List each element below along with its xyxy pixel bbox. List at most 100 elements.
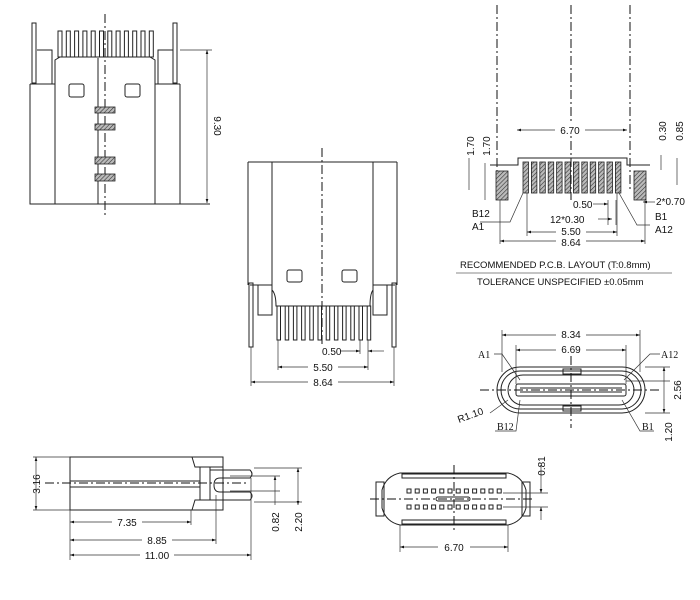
pin <box>276 305 281 341</box>
pitch-dim: 0.50 <box>322 347 342 358</box>
width-dim: 6.70 <box>444 543 464 554</box>
pad <box>581 161 588 194</box>
contact <box>455 504 461 510</box>
left-offset-dim-1: 1.70 <box>466 136 477 156</box>
pin <box>140 30 146 58</box>
lead-dim-0-82: 0.82 <box>271 512 282 532</box>
tolerance-note: TOLERANCE UNSPECIFIED ±0.05mm <box>477 277 644 288</box>
pad <box>589 161 597 194</box>
contact <box>455 488 461 494</box>
pad <box>539 161 546 194</box>
contact <box>422 504 428 510</box>
pin <box>74 30 80 58</box>
pin <box>90 30 96 58</box>
height-dim: 3.16 <box>32 474 43 494</box>
label-b12: B12 <box>497 422 514 433</box>
contact <box>414 504 420 510</box>
label-b1: B1 <box>642 422 654 433</box>
contact <box>480 504 486 510</box>
overall-width-dim: 8.64 <box>313 378 333 389</box>
pin <box>284 305 290 341</box>
pin <box>107 30 113 58</box>
bottom-view: 0.81 6.70 <box>370 456 548 554</box>
contact <box>406 488 412 494</box>
pin <box>309 305 314 341</box>
pin <box>292 305 298 341</box>
pin <box>350 305 355 341</box>
contact <box>439 504 445 510</box>
contact <box>480 488 486 494</box>
shell-pad-dim: 2*0.70 <box>656 197 685 208</box>
lead-dim-2-20: 2.20 <box>294 512 305 532</box>
pad <box>598 161 605 194</box>
pin <box>99 30 104 58</box>
right-offset-dim-1: 0.30 <box>658 121 669 141</box>
pin <box>301 305 306 341</box>
pad <box>573 161 580 194</box>
pin <box>115 30 121 58</box>
inner-width-dim: 6.69 <box>561 345 581 356</box>
contact <box>422 488 428 494</box>
pad-width-dim: 12*0.30 <box>550 215 585 226</box>
pad <box>531 161 538 194</box>
pcb-layout-title: RECOMMENDED P.C.B. LAYOUT (T:0.8mm) <box>460 260 651 271</box>
top-view: 9.30 <box>29 14 222 216</box>
pad <box>547 161 555 194</box>
contact <box>431 488 437 494</box>
contact <box>496 488 502 494</box>
pin <box>148 30 154 58</box>
contact <box>472 504 478 510</box>
pin <box>57 30 63 58</box>
pad <box>606 161 613 194</box>
label-a1: A1 <box>478 350 490 361</box>
dim-11-00: 11.00 <box>145 551 170 562</box>
pin <box>333 305 339 341</box>
front-view: 0.50 5.50 8.64 <box>247 148 398 389</box>
mating-face-view: 8.34 6.69 2.56 1.20 A1 A12 R1.10 B12 B1 <box>456 329 684 442</box>
contact <box>488 504 494 510</box>
pcb-pitch-dim: 0.50 <box>573 200 593 211</box>
right-offset-dim-2: 0.85 <box>675 121 686 141</box>
contact <box>431 504 437 510</box>
pin <box>325 305 331 341</box>
pin-span-dim: 5.50 <box>313 363 333 374</box>
pin <box>132 30 138 58</box>
contact <box>447 488 453 494</box>
label-a12: A12 <box>655 225 673 236</box>
contact <box>463 488 469 494</box>
height-dim: 9.30 <box>211 116 222 136</box>
contact <box>414 488 420 494</box>
outer-width-dim: 8.34 <box>561 330 581 341</box>
contact <box>447 504 453 510</box>
offset-dim: 1.20 <box>664 422 675 442</box>
dim-8-85: 8.85 <box>147 536 167 547</box>
contact <box>488 488 494 494</box>
pin <box>366 305 372 341</box>
side-view: 3.16 7.35 8.85 11.00 0.82 2.20 <box>32 456 305 562</box>
pin <box>65 30 71 58</box>
pad <box>522 161 529 194</box>
height-dim: 2.56 <box>673 380 684 400</box>
pcb-overall-width-dim: 8.64 <box>561 238 581 249</box>
pcb-pin-span-dim: 5.50 <box>561 227 581 238</box>
label-a12: A12 <box>661 350 678 361</box>
contact <box>439 488 445 494</box>
label-b12: B12 <box>472 209 490 220</box>
pad <box>556 161 563 194</box>
pin <box>358 305 363 341</box>
pad <box>564 161 571 194</box>
radius-dim: R1.10 <box>456 406 485 426</box>
pcb-width-dim: 6.70 <box>560 126 580 137</box>
pin <box>342 305 347 341</box>
contact <box>472 488 478 494</box>
contact <box>463 504 469 510</box>
pin <box>317 305 322 341</box>
pad <box>615 161 622 194</box>
label-a1: A1 <box>472 222 485 233</box>
pin <box>82 30 88 58</box>
label-b1: B1 <box>655 212 668 223</box>
pin <box>123 30 129 58</box>
contact <box>406 504 412 510</box>
